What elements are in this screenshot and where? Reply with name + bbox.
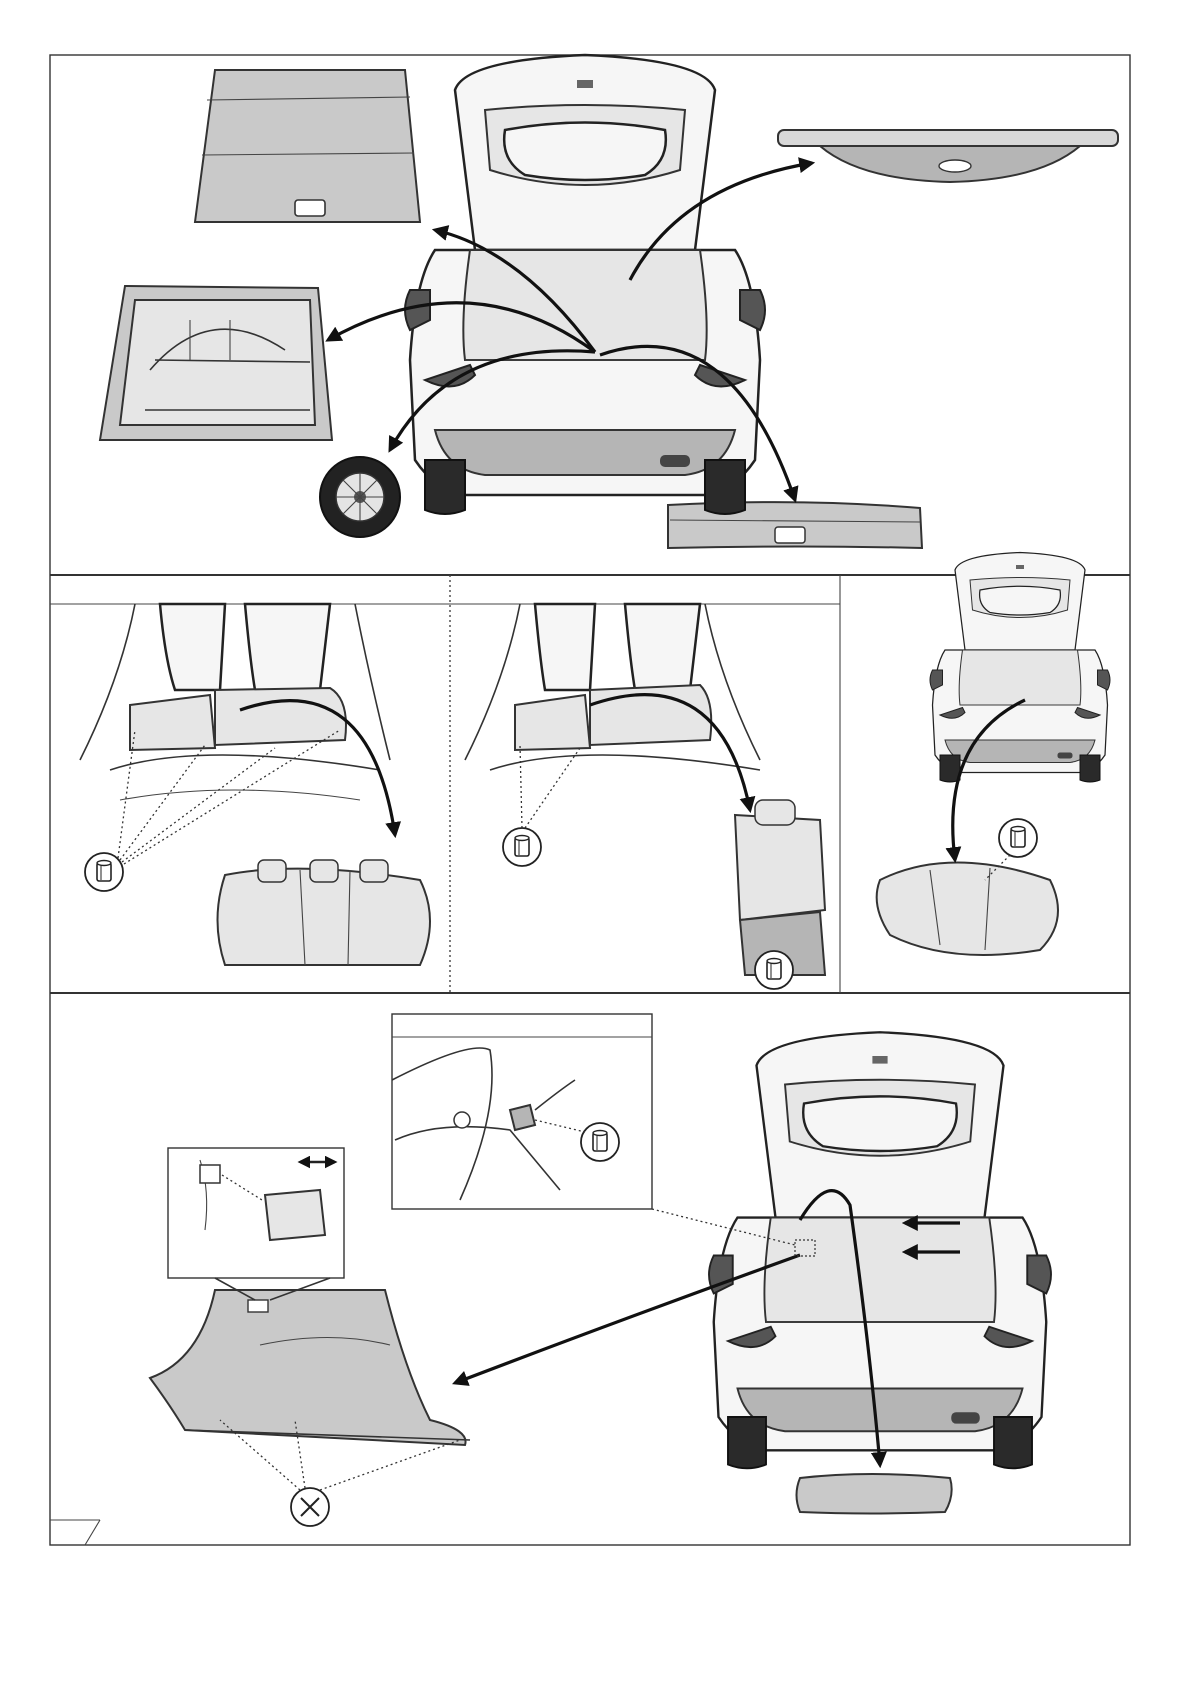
clip-icon [755, 951, 793, 989]
folded-seat-cushion [877, 863, 1058, 956]
clip-icon [581, 1123, 619, 1161]
cross-circle-icon [291, 1488, 329, 1526]
rear-split-seat [735, 800, 825, 975]
middle-left-panel [80, 604, 430, 965]
floor-cover-part [797, 1474, 952, 1514]
vehicle-rear-view-bottom [709, 1032, 1051, 1468]
vehicle-rear-view [405, 55, 765, 514]
clip-icon [503, 828, 541, 866]
luggage-cover [778, 130, 1118, 182]
side-trim-panel [150, 1290, 470, 1445]
top-panel [100, 55, 1118, 548]
clip-icon [85, 853, 123, 891]
clip-icon [999, 819, 1037, 857]
foam-storage-tray [100, 286, 332, 440]
corner-divider-slant [85, 1520, 100, 1545]
middle-right-panel [877, 553, 1110, 956]
spare-wheel [320, 457, 400, 537]
cargo-floor-board [195, 70, 420, 222]
middle-center-panel [465, 604, 825, 989]
rear-bench-seat [218, 860, 431, 965]
bottom-panel [150, 1014, 1051, 1526]
